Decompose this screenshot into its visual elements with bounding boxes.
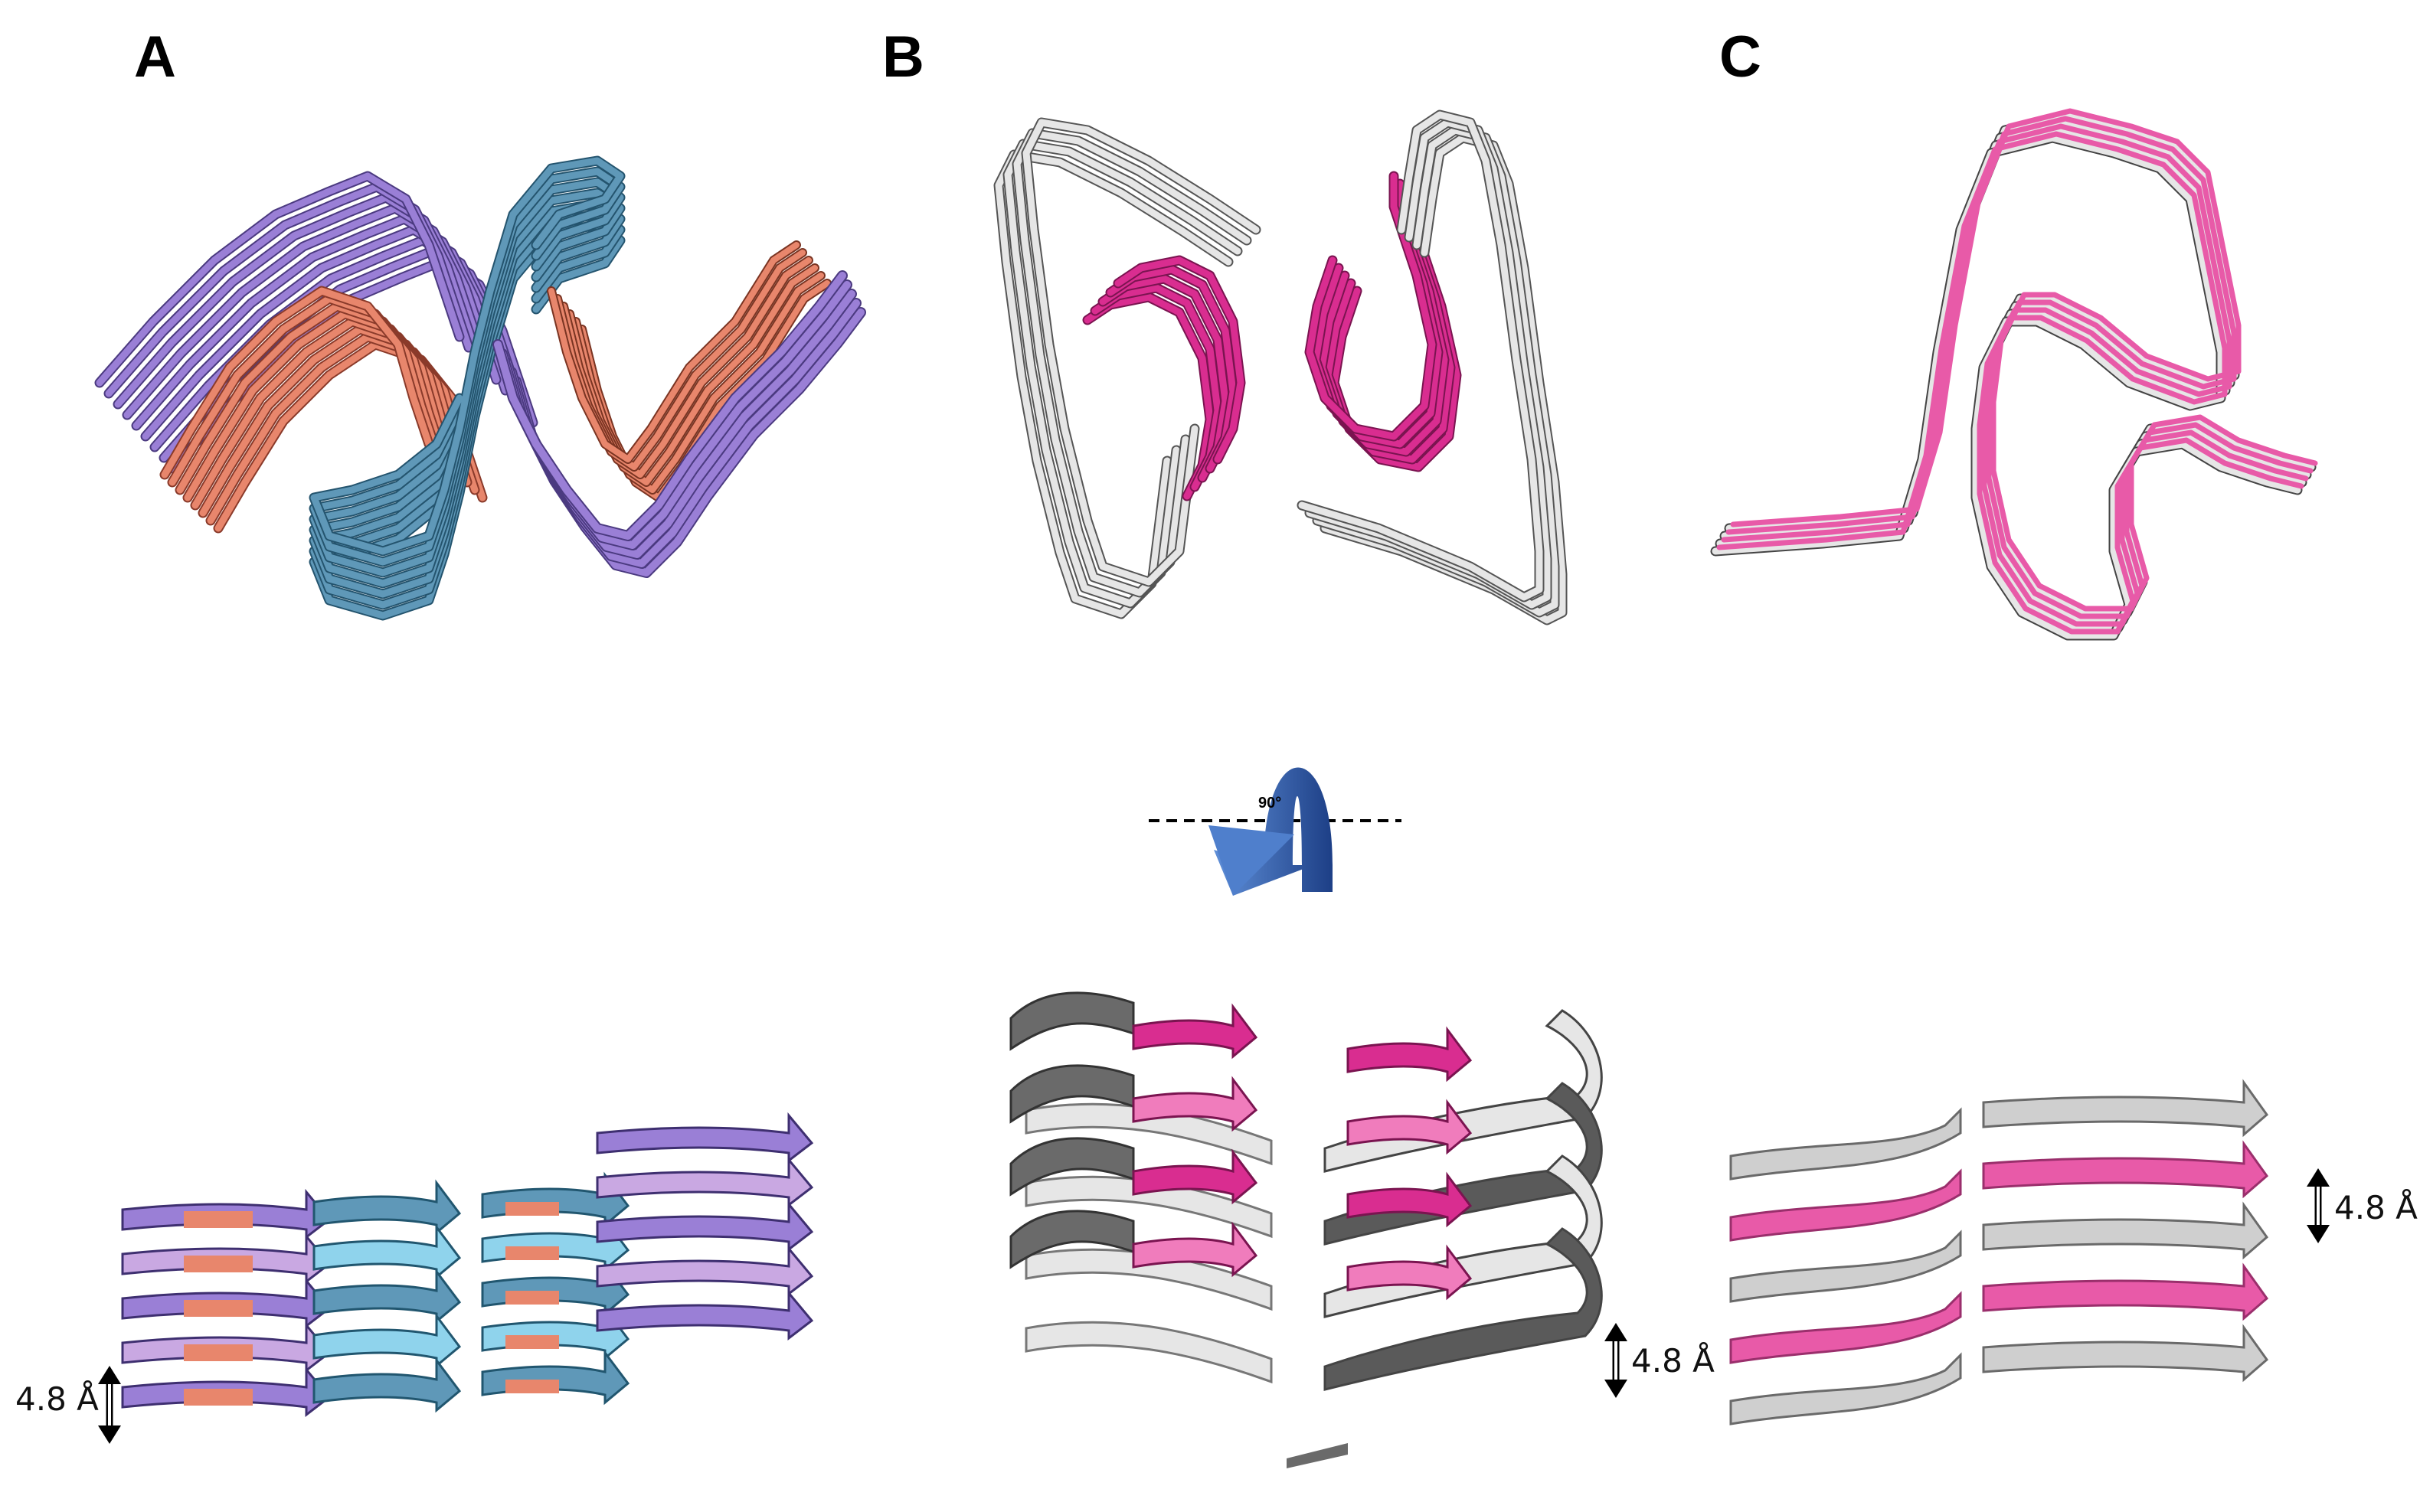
strand-salmon-left xyxy=(161,287,433,478)
strand-magenta-left xyxy=(1114,256,1244,463)
strand-gray-right xyxy=(1323,1227,1603,1391)
strand-arrow-c xyxy=(1982,1201,2269,1260)
strand-arrow-a-right-purple xyxy=(596,1245,814,1297)
strand-arrow-a-right-purple xyxy=(596,1156,814,1208)
strand-gray-tail xyxy=(1287,1443,1348,1468)
rotation-indicator: 90° xyxy=(1149,767,1401,896)
strand-c-body xyxy=(1729,1230,1962,1303)
panel-label-c: C xyxy=(1719,24,1761,90)
strand-gray-lower xyxy=(1025,1248,1273,1311)
strand-purple-left xyxy=(114,194,482,408)
strand-magenta-right xyxy=(1306,172,1436,440)
strand-arrow-a-blue xyxy=(312,1268,462,1324)
strand-arrow-a-right-purple xyxy=(596,1200,814,1252)
rotation-arrow-head xyxy=(1208,825,1294,896)
spacing-label-b: 4.8 Å xyxy=(1631,1341,1715,1380)
strand-arrow-a-right-blue xyxy=(481,1349,630,1406)
panel-a-top-structure xyxy=(94,155,866,621)
strand-arrow-a-right-purple xyxy=(596,1289,814,1341)
panel-c-side-view xyxy=(1729,1079,2269,1425)
strand-purple-left xyxy=(96,172,463,387)
strand-arrow-a-blue xyxy=(312,1312,462,1369)
strand-segment-salmon xyxy=(505,1291,559,1305)
strand-arrow-a-blue xyxy=(312,1223,462,1280)
strand-arrow-c xyxy=(1982,1262,2269,1321)
strand-magenta-left xyxy=(1099,275,1229,482)
strand-arrow-b-right xyxy=(1346,1171,1473,1228)
rotation-angle-label: 90° xyxy=(1258,795,1281,812)
strand-segment-salmon xyxy=(505,1246,559,1260)
strand-segment-salmon xyxy=(184,1300,253,1317)
strand-salmon-right xyxy=(548,242,800,462)
strand-gray-outer-left xyxy=(1022,119,1260,586)
panel-label-b: B xyxy=(882,24,924,90)
strand-gray-outer-right xyxy=(1298,111,1543,601)
double-arrow-icon xyxy=(1604,1323,1627,1398)
panel-a-side-view xyxy=(121,1112,814,1418)
strand-arrow-b-right xyxy=(1346,1099,1473,1155)
strand-arrow-c xyxy=(1982,1140,2269,1199)
spacing-label-c: 4.8 Å xyxy=(2334,1188,2418,1226)
strand-arrow-b-left xyxy=(1132,1221,1258,1278)
strand-purple-left xyxy=(105,183,473,397)
strand-arrow-b-right xyxy=(1346,1244,1473,1301)
strand-segment-salmon xyxy=(505,1380,559,1393)
panel-b-top-structure xyxy=(993,109,1568,625)
strand-gray-lower xyxy=(1025,1175,1273,1239)
strand-purple-right xyxy=(494,272,846,540)
strand-arrow-a-right-purple xyxy=(596,1112,814,1164)
strand-magenta-left xyxy=(1091,284,1221,491)
strand-arrow-a-blue xyxy=(312,1357,462,1413)
strand-gray-lower xyxy=(1025,1321,1273,1384)
strand-c-body xyxy=(1729,1291,1962,1364)
strand-segment-salmon xyxy=(505,1202,559,1216)
panel-b-side-view xyxy=(1009,991,1603,1468)
strand-segment-salmon xyxy=(184,1211,253,1228)
strand-purple-left xyxy=(132,215,500,429)
strand-c-pink xyxy=(1718,132,2303,633)
strand-arrow-c xyxy=(1982,1079,2269,1138)
strand-blue-hairpin xyxy=(310,157,624,555)
strand-magenta-left xyxy=(1084,293,1214,500)
double-arrow-icon xyxy=(98,1366,121,1444)
strand-arrow-b-left xyxy=(1132,1076,1258,1132)
strand-c-body xyxy=(1729,1107,1962,1181)
spacing-label-a: 4.8 Å xyxy=(15,1380,99,1418)
strand-segment-salmon xyxy=(184,1389,253,1406)
panel-c-top-structure xyxy=(1710,108,2318,641)
panel-label-a: A xyxy=(134,24,176,90)
strand-magenta-left xyxy=(1107,266,1237,472)
strand-arrow-a-blue xyxy=(312,1179,462,1236)
strand-arrow-b-left xyxy=(1132,1003,1258,1060)
strand-arrow-c xyxy=(1982,1324,2269,1383)
strand-gray-lower xyxy=(1025,1102,1273,1166)
double-arrow-icon xyxy=(2307,1168,2330,1243)
spacing-marker-c: 4.8 Å xyxy=(2307,1168,2418,1243)
strand-gray-loop xyxy=(1009,991,1135,1051)
strand-arrow-b-right xyxy=(1346,1026,1473,1083)
strand-segment-salmon xyxy=(184,1344,253,1361)
spacing-marker-a: 4.8 Å xyxy=(15,1366,121,1444)
strand-purple-left xyxy=(123,204,491,419)
strand-segment-salmon xyxy=(505,1335,559,1349)
strand-arrow-b-left xyxy=(1132,1148,1258,1205)
strand-c-body xyxy=(1729,1352,1962,1425)
strand-c-body xyxy=(1729,1168,1962,1242)
strand-segment-salmon xyxy=(184,1256,253,1272)
spacing-marker-b: 4.8 Å xyxy=(1604,1323,1715,1398)
